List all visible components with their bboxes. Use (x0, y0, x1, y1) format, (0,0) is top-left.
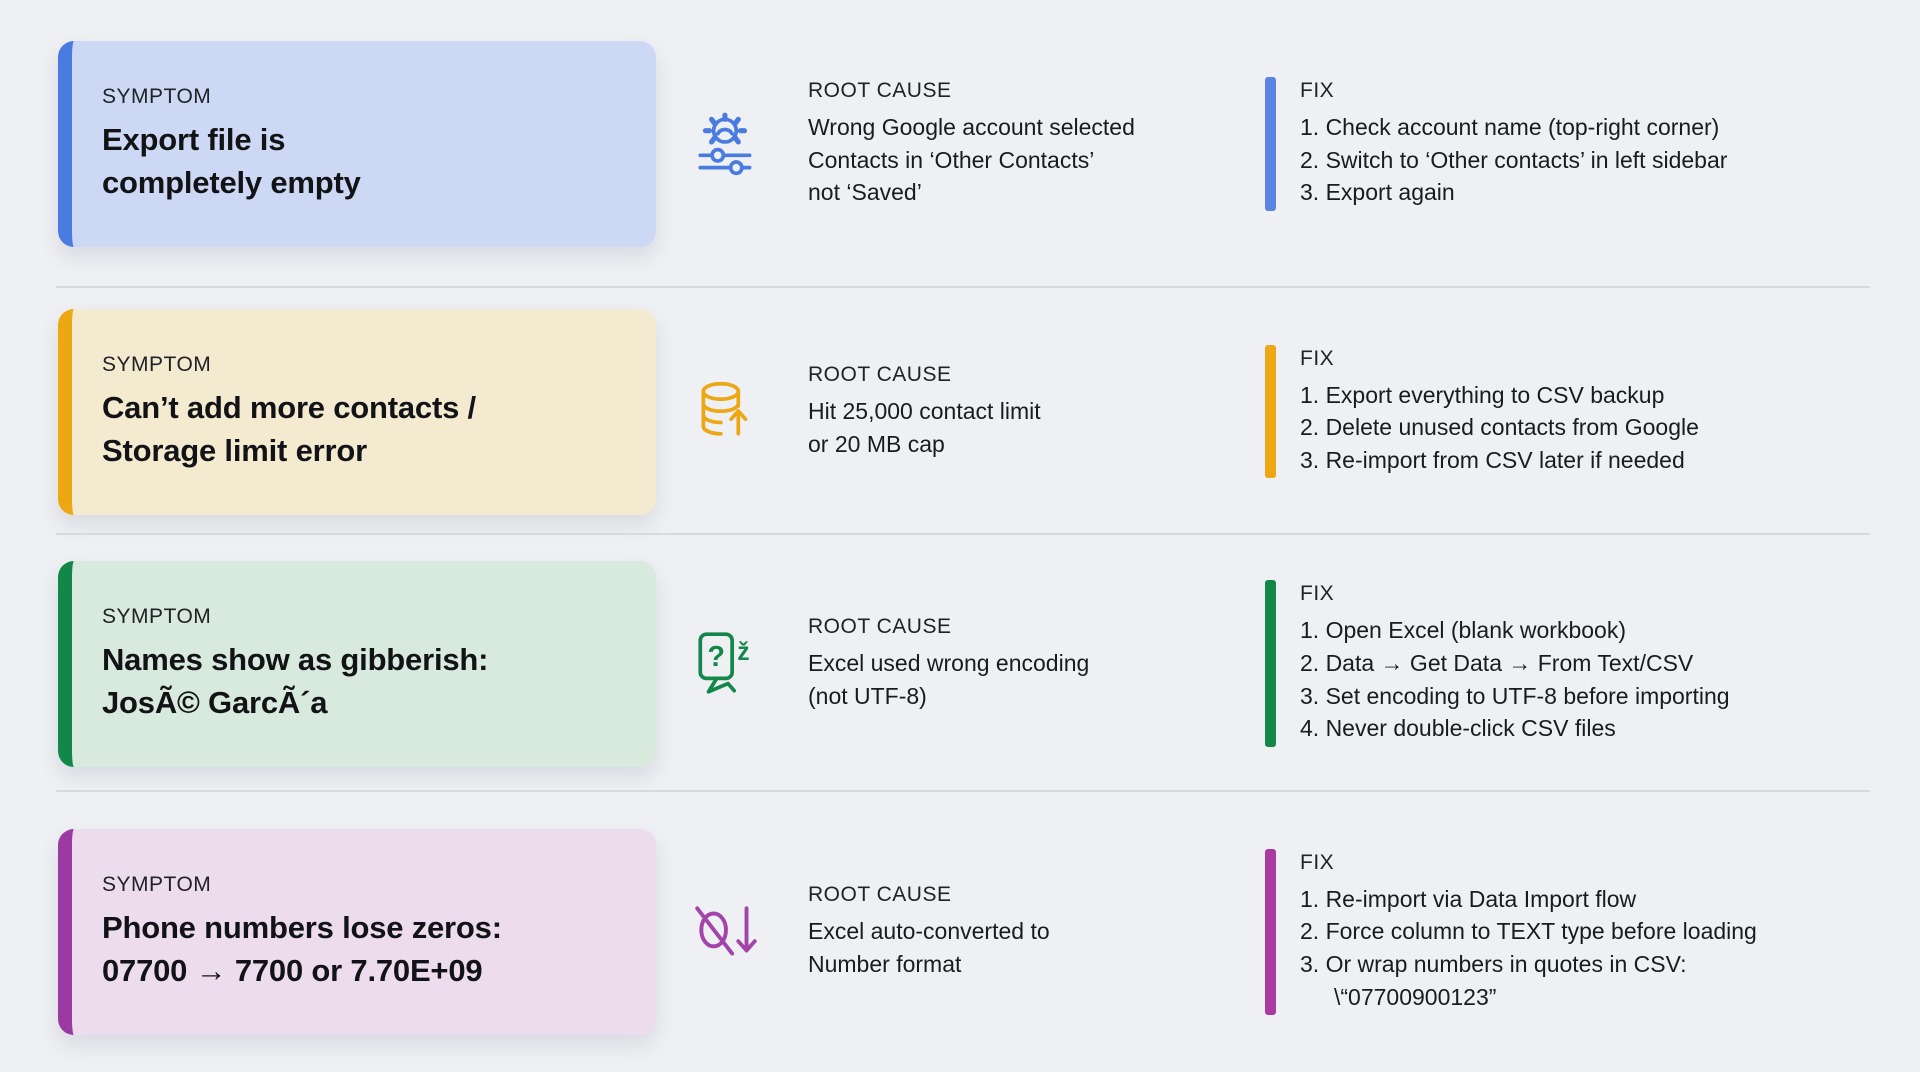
fix-step: 1. Open Excel (blank workbook) (1300, 617, 1626, 644)
symptom-title-line: JosÃ© GarcÃ´a (102, 684, 328, 720)
fix-step: 1. Export everything to CSV backup (1300, 381, 1665, 408)
gear-sliders-icon (690, 107, 764, 181)
symptom-title-line: Storage limit error (102, 432, 367, 468)
root-cause-section: ROOT CAUSE Excel auto-converted to Numbe… (690, 883, 1265, 980)
row-encoding-gibberish: SYMPTOM Names show as gibberish: JosÃ© G… (0, 535, 1920, 792)
root-cause-section: ROOT CAUSE Hit 25,000 contact limit or 2… (690, 363, 1265, 460)
root-cause-label: ROOT CAUSE (808, 614, 952, 638)
symptom-title-line: Names show as gibberish: (102, 641, 489, 677)
root-cause-label: ROOT CAUSE (808, 362, 952, 386)
fix-steps: FIX 1. Re-import via Data Import flow 2.… (1300, 849, 1757, 1016)
fix-step: 3. Re-import from CSV later if needed (1300, 446, 1685, 473)
fix-step: 4. Never double-click CSV files (1300, 715, 1616, 742)
fix-label: FIX (1300, 346, 1335, 370)
fix-step: 2. Switch to ‘Other contacts’ in left si… (1300, 146, 1728, 173)
fix-accent-bar (1265, 77, 1276, 211)
fix-step: 3. Or wrap numbers in quotes in CSV: \“0… (1300, 951, 1687, 1010)
row-phone-zeros: SYMPTOM Phone numbers lose zeros: 07700 … (0, 792, 1920, 1072)
fix-label: FIX (1300, 79, 1335, 103)
symptom-title: Can’t add more contacts / Storage limit … (102, 387, 626, 473)
root-cause-line: Excel used wrong encoding (808, 649, 1090, 676)
root-cause-label: ROOT CAUSE (808, 883, 952, 907)
symptom-card: SYMPTOM Can’t add more contacts / Storag… (58, 308, 656, 515)
fix-section: FIX 1. Check account name (top-right cor… (1265, 77, 1872, 211)
fix-step: 2. Force column to TEXT type before load… (1300, 918, 1757, 945)
fix-label: FIX (1300, 582, 1335, 606)
root-cause-label: ROOT CAUSE (808, 79, 952, 103)
symptom-card: SYMPTOM Export file is completely empty (58, 41, 656, 247)
symptom-title-line: completely empty (102, 165, 361, 200)
symptom-title: Names show as gibberish: JosÃ© GarcÃ´a (102, 639, 626, 725)
svg-text:?: ? (707, 641, 725, 673)
root-cause-line: not ‘Saved’ (808, 179, 922, 206)
fix-step: 1. Check account name (top-right corner) (1300, 114, 1720, 141)
fix-section: FIX 1. Export everything to CSV backup 2… (1265, 344, 1872, 479)
symptom-label: SYMPTOM (102, 873, 212, 897)
root-cause-text: ROOT CAUSE Excel auto-converted to Numbe… (808, 883, 1050, 980)
root-cause-line: (not UTF-8) (808, 682, 927, 709)
root-cause-line: Excel auto-converted to (808, 918, 1050, 945)
fix-accent-bar (1265, 344, 1276, 479)
root-cause-line: Wrong Google account selected (808, 114, 1135, 141)
root-cause-section: ROOT CAUSE Wrong Google account selected… (690, 79, 1265, 209)
root-cause-text: ROOT CAUSE Wrong Google account selected… (808, 79, 1135, 209)
symptom-label: SYMPTOM (102, 604, 212, 628)
root-cause-line: Number format (808, 951, 962, 977)
symptom-title-line: 07700 → 7700 or 7.70E+09 (102, 953, 483, 988)
root-cause-text: ROOT CAUSE Hit 25,000 contact limit or 2… (808, 363, 1041, 460)
fix-step: 1. Re-import via Data Import flow (1300, 885, 1637, 912)
symptom-title-line: Phone numbers lose zeros: (102, 910, 502, 946)
row-export-empty: SYMPTOM Export file is completely empty (0, 0, 1920, 288)
encoding-question-icon: ? ž (690, 627, 764, 701)
svg-text:ž: ž (737, 638, 749, 665)
symptom-card: SYMPTOM Phone numbers lose zeros: 07700 … (58, 829, 656, 1035)
symptom-label: SYMPTOM (102, 85, 212, 109)
fix-label: FIX (1300, 850, 1335, 874)
fix-step: 2. Data → Get Data → From Text/CSV (1300, 649, 1694, 676)
root-cause-line: or 20 MB cap (808, 430, 945, 457)
fix-step: 3. Set encoding to UTF-8 before importin… (1300, 682, 1730, 709)
fix-steps: FIX 1. Check account name (top-right cor… (1300, 77, 1727, 211)
symptom-title-line: Can’t add more contacts / (102, 389, 476, 425)
symptom-label: SYMPTOM (102, 352, 212, 376)
fix-accent-bar (1265, 580, 1276, 747)
row-storage-limit: SYMPTOM Can’t add more contacts / Storag… (0, 288, 1920, 535)
symptom-title: Phone numbers lose zeros: 07700 → 7700 o… (102, 907, 626, 993)
symptom-title: Export file is completely empty (102, 119, 626, 205)
root-cause-text: ROOT CAUSE Excel used wrong encoding (no… (808, 615, 1089, 712)
fix-section: FIX 1. Re-import via Data Import flow 2.… (1265, 848, 1872, 1016)
root-cause-section: ? ž ROOT CAUSE Excel used wrong encoding… (690, 615, 1265, 712)
fix-steps: FIX 1. Export everything to CSV backup 2… (1300, 345, 1699, 479)
symptom-card: SYMPTOM Names show as gibberish: JosÃ© G… (58, 560, 656, 767)
root-cause-line: Contacts in ‘Other Contacts’ (808, 146, 1095, 173)
fix-section: FIX 1. Open Excel (blank workbook) 2. Da… (1265, 580, 1872, 747)
symptom-title-line: Export file is (102, 122, 286, 158)
fix-accent-bar (1265, 848, 1276, 1016)
fix-steps: FIX 1. Open Excel (blank workbook) 2. Da… (1300, 580, 1730, 747)
fix-step: 3. Export again (1300, 179, 1455, 206)
zero-slash-icon (690, 895, 764, 969)
root-cause-line: Hit 25,000 contact limit (808, 397, 1041, 424)
database-limit-icon (690, 375, 764, 449)
fix-step: 2. Delete unused contacts from Google (1300, 414, 1699, 441)
